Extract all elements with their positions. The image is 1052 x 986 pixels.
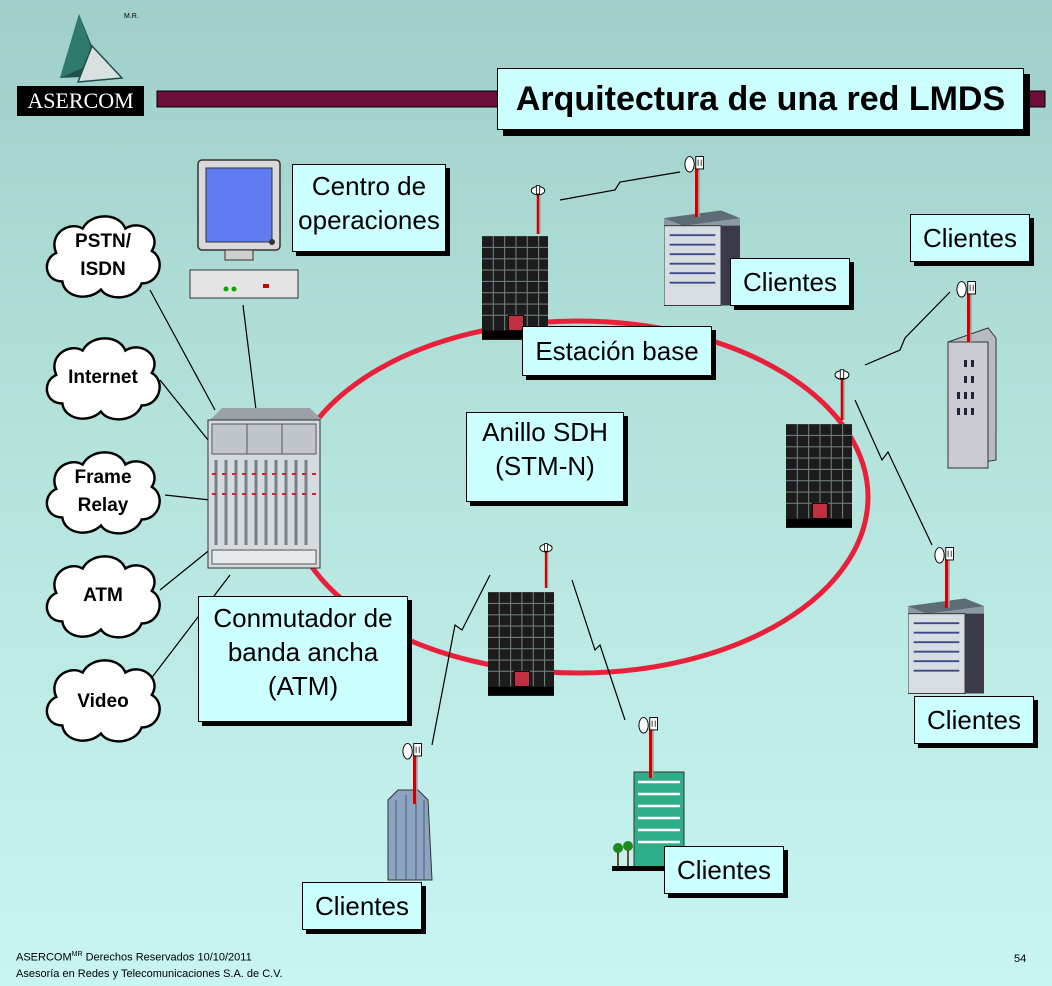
footer-trademark: MR: [71, 951, 83, 958]
label-line: operaciones: [298, 205, 440, 235]
client-glass-tower-icon: [387, 789, 433, 881]
label-line: Conmutador de: [213, 603, 393, 633]
antenna-icon: [539, 542, 553, 588]
logo-icon: [60, 14, 124, 83]
cloud-label-line: Internet: [68, 367, 138, 388]
cloud-label-atm: ATM: [58, 582, 148, 610]
sdh-ring-label: Anillo SDH (STM-N): [466, 412, 624, 502]
label-line: Centro de: [311, 171, 427, 201]
label-line: Anillo SDH: [482, 417, 608, 447]
cloud-label-pstn: PSTN/ ISDN: [58, 228, 148, 284]
page-number: 54: [1014, 953, 1027, 965]
dish-antenna-icon: [934, 546, 955, 608]
cloud-label-line: Video: [77, 691, 129, 712]
clients-label-bottom-center: Clientes: [664, 846, 784, 894]
client-building-icon: [947, 327, 997, 469]
base-station-building-icon: [786, 423, 852, 529]
logo-wordmark: ASERCOM: [17, 86, 144, 116]
clients-label-bottom-left: Clientes: [302, 882, 422, 930]
cloud-label-line: ATM: [83, 585, 123, 606]
footer-copyright: ASERCOMMR Derechos Reservados 10/10/2011: [16, 951, 252, 964]
dish-antenna-icon: [684, 155, 705, 217]
clients-label-right: Clientes: [914, 696, 1034, 744]
dish-antenna-icon: [638, 716, 659, 778]
client-server-icon: [664, 210, 740, 306]
footer-brand: ASERCOM: [16, 951, 72, 964]
cloud-label-frame-relay: Frame Relay: [58, 464, 148, 520]
logo-trademark: M.R.: [124, 13, 139, 20]
clients-label-top-center: Clientes: [730, 258, 850, 306]
cloud-label-line: ISDN: [80, 259, 126, 280]
cloud-label-video: Video: [58, 688, 148, 716]
wireless-links: [431, 171, 951, 746]
atm-switch-icon: [207, 408, 322, 569]
cloud-label-line: Frame: [74, 467, 132, 488]
client-server-icon: [908, 598, 984, 694]
antenna-icon: [530, 185, 546, 234]
footer-company: Asesoría en Redes y Telecomunicaciones S…: [16, 968, 283, 980]
label-line: (ATM): [267, 671, 339, 701]
cloud-links: [149, 289, 257, 681]
base-station-building-icon: [488, 591, 554, 697]
base-station-building-icon: [482, 235, 548, 341]
antenna-icon: [834, 369, 850, 420]
page-title: Arquitectura de una red LMDS: [497, 68, 1024, 130]
operations-center-label: Centro de operaciones: [292, 164, 446, 252]
label-line: banda ancha: [227, 637, 379, 667]
computer-icon: [189, 159, 299, 299]
cloud-label-line: Relay: [77, 495, 129, 516]
cloud-label-internet: Internet: [58, 364, 148, 392]
label-line: (STM-N): [495, 451, 595, 481]
base-station-label: Estación base: [522, 326, 712, 376]
footer-rights: Derechos Reservados 10/10/2011: [82, 951, 252, 964]
atm-switch-label: Conmutador de banda ancha (ATM): [198, 596, 408, 722]
clients-label-top-right: Clientes: [910, 214, 1030, 262]
cloud-label-line: PSTN/: [75, 231, 131, 252]
